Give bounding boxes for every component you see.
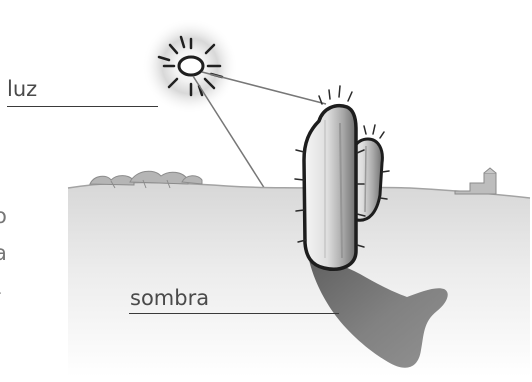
landscape [68,168,530,377]
shadow-label: sombra [130,288,209,309]
left-edge-text-2: a [0,243,7,264]
light-label: luz [7,79,37,100]
left-edge-text-1: o [0,206,7,227]
sun [142,18,238,114]
sun-core [179,57,203,75]
distant-house [455,168,496,194]
shadow-label-line [129,313,339,314]
light-label-line [7,106,158,107]
left-edge-text-3: - [0,282,2,303]
ground [68,183,530,378]
